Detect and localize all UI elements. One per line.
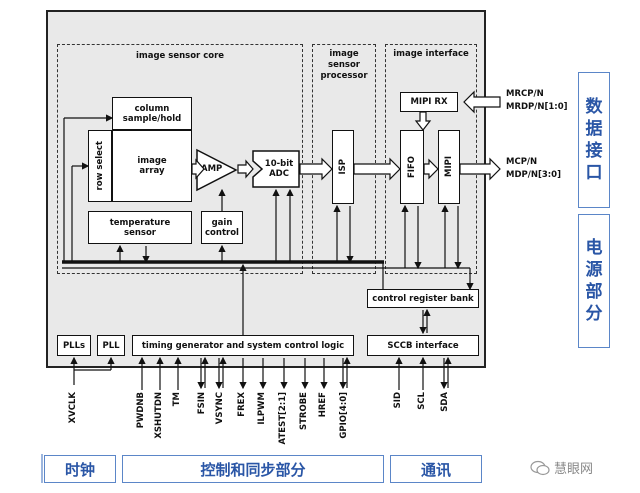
pin-sda: SDA [440,392,450,412]
gain-control-block: gain control [201,211,243,244]
control-register-bank-block: control register bank [367,289,479,308]
column-sample-hold-block: column sample/hold [112,97,192,130]
plls-block: PLLs [57,335,91,356]
group-comm: 通讯 [390,455,482,483]
adc-label: 10-bit ADC [264,159,294,179]
row-select-block: row select [88,130,112,202]
group-data-interface: 数据接口 [578,72,610,208]
pll-block: PLL [97,335,125,356]
image-sensor-processor-region [312,44,376,274]
pin-href: HREF [318,392,328,418]
temperature-sensor-block: temperature sensor [88,211,192,244]
group-control-sync: 控制和同步部分 [122,455,384,483]
watermark: 慧眼网 [530,458,593,477]
group-data-interface-label: 数据接口 [585,97,603,183]
group-power-label: 电源部分 [585,238,603,324]
mipi-rx-block: MIPI RX [400,92,458,112]
watermark-text: 慧眼网 [554,462,594,477]
pin-frex: FREX [237,392,247,417]
pin-gpio: GPIO[4:0] [339,392,349,439]
pin-xshutdn: XSHUTDN [154,392,164,439]
pin-xvclk: XVCLK [68,392,78,424]
section-title-core: image sensor core [135,51,225,61]
pin-pwdnb: PWDNB [136,392,146,429]
adc-block: 10-bit ADC [252,150,300,188]
fifo-block: FIFO [400,130,424,204]
image-interface-region [385,44,477,274]
wechat-icon [530,460,550,475]
data-path-arrows [191,90,501,181]
pin-atest: ATEST[2:1] [278,392,288,445]
group-clock: 时钟 [44,455,116,483]
signal-mcp: MCP/N [506,157,538,167]
pin-strobe: STROBE [299,392,309,430]
signal-mrdp: MRDP/N[1:0] [506,102,568,112]
signal-mdp: MDP/N[3:0] [506,170,561,180]
group-power: 电源部分 [578,214,610,348]
timing-generator-block: timing generator and system control logi… [132,335,354,356]
pin-tm: TM [172,392,182,407]
adc-shape [252,150,300,188]
pin-scl: SCL [417,392,427,410]
signal-mrcp: MRCP/N [506,89,544,99]
section-title-processor: image sensor processor [320,49,368,81]
sccb-interface-block: SCCB interface [367,335,479,356]
pin-sid: SID [393,392,403,409]
pin-fsin: FSIN [197,392,207,415]
image-sensor-core-region [57,44,303,274]
pin-ilpwm: ILPWM [257,392,267,425]
amp-label: AMP [201,164,223,174]
section-title-interface: image interface [393,49,469,59]
pin-vsync: VSYNC [215,392,225,425]
